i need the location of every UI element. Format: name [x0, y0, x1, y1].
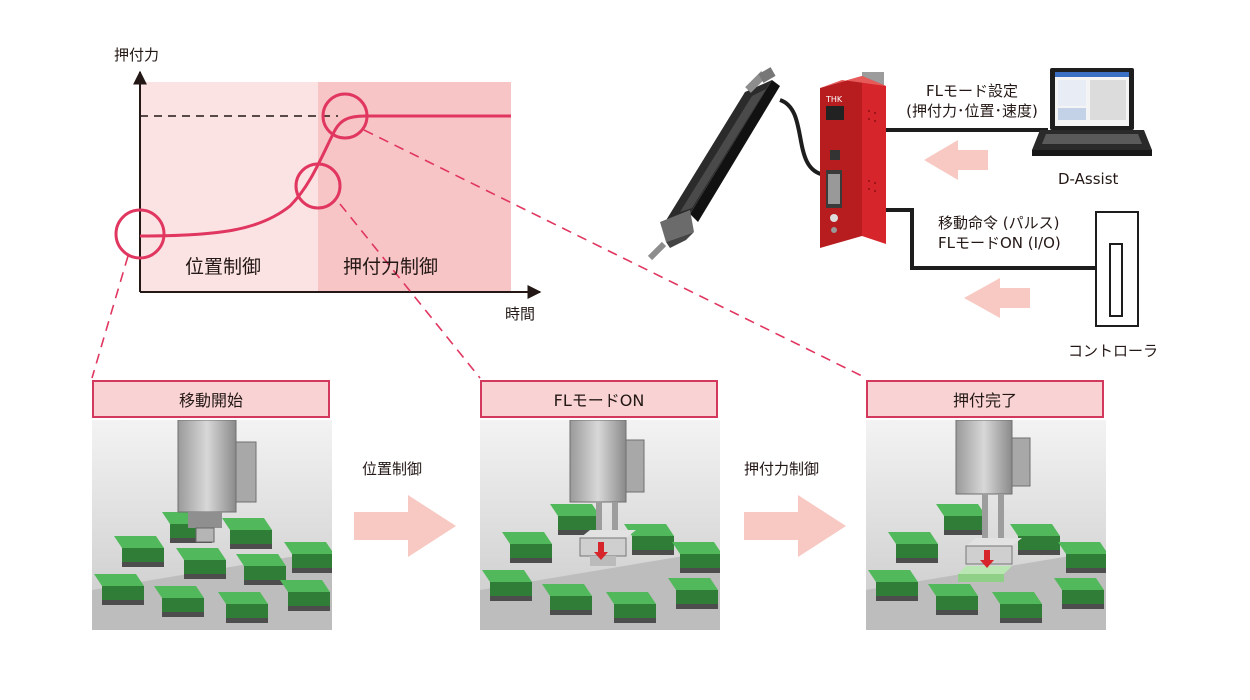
driver-logo: THK	[825, 95, 843, 104]
connector-lines	[91, 129, 867, 379]
force-curve	[139, 114, 511, 238]
fl-mode-setting-label: FLモード設定	[926, 82, 1018, 100]
controller-box	[1095, 211, 1139, 327]
actuator-illustration	[647, 67, 826, 261]
transition-label-force: 押付力制御	[744, 460, 820, 478]
y-axis-label: 押付力	[114, 46, 160, 64]
controller-cable	[886, 208, 1100, 270]
transition-arrow-2	[744, 495, 846, 557]
stage-image-move-start	[92, 420, 332, 630]
move-command-label: 移動命令 (パルス)	[938, 214, 1060, 232]
pc-label: D-Assist	[1058, 170, 1119, 188]
region-label-force: 押付力制御	[343, 256, 439, 278]
position-control-region	[140, 82, 318, 292]
push-complete-marker	[321, 92, 369, 140]
controller-to-driver-arrow	[964, 278, 1030, 318]
fl-mode-params-label: (押付力･位置･速度)	[906, 102, 1038, 120]
transition-arrow-1	[354, 495, 456, 557]
stage-image-push-complete	[866, 420, 1106, 630]
region-label-position: 位置制御	[185, 256, 262, 278]
stage-title-fl-mode-on: FLモードON	[480, 380, 718, 418]
pc-laptop	[1032, 68, 1152, 156]
fl-mode-on-marker	[294, 162, 342, 210]
start-point-marker	[114, 208, 166, 260]
connector-fl-on	[339, 203, 481, 379]
pc-to-driver-arrow	[924, 140, 988, 180]
fl-mode-on-io-label: FLモードON (I/O)	[938, 234, 1061, 252]
controller-label: コントローラ	[1068, 342, 1159, 360]
stage-image-fl-mode-on	[480, 420, 720, 630]
cables	[886, 128, 1100, 270]
connector-start	[91, 255, 129, 379]
stage-title-push-complete: 押付完了	[866, 380, 1104, 418]
driver-unit: THK	[820, 72, 886, 248]
connector-complete	[363, 129, 867, 379]
x-axis-label: 時間	[505, 305, 536, 323]
transition-label-position: 位置制御	[362, 460, 423, 478]
force-time-graph	[114, 70, 542, 299]
stage-title-move-start: 移動開始	[92, 380, 330, 418]
